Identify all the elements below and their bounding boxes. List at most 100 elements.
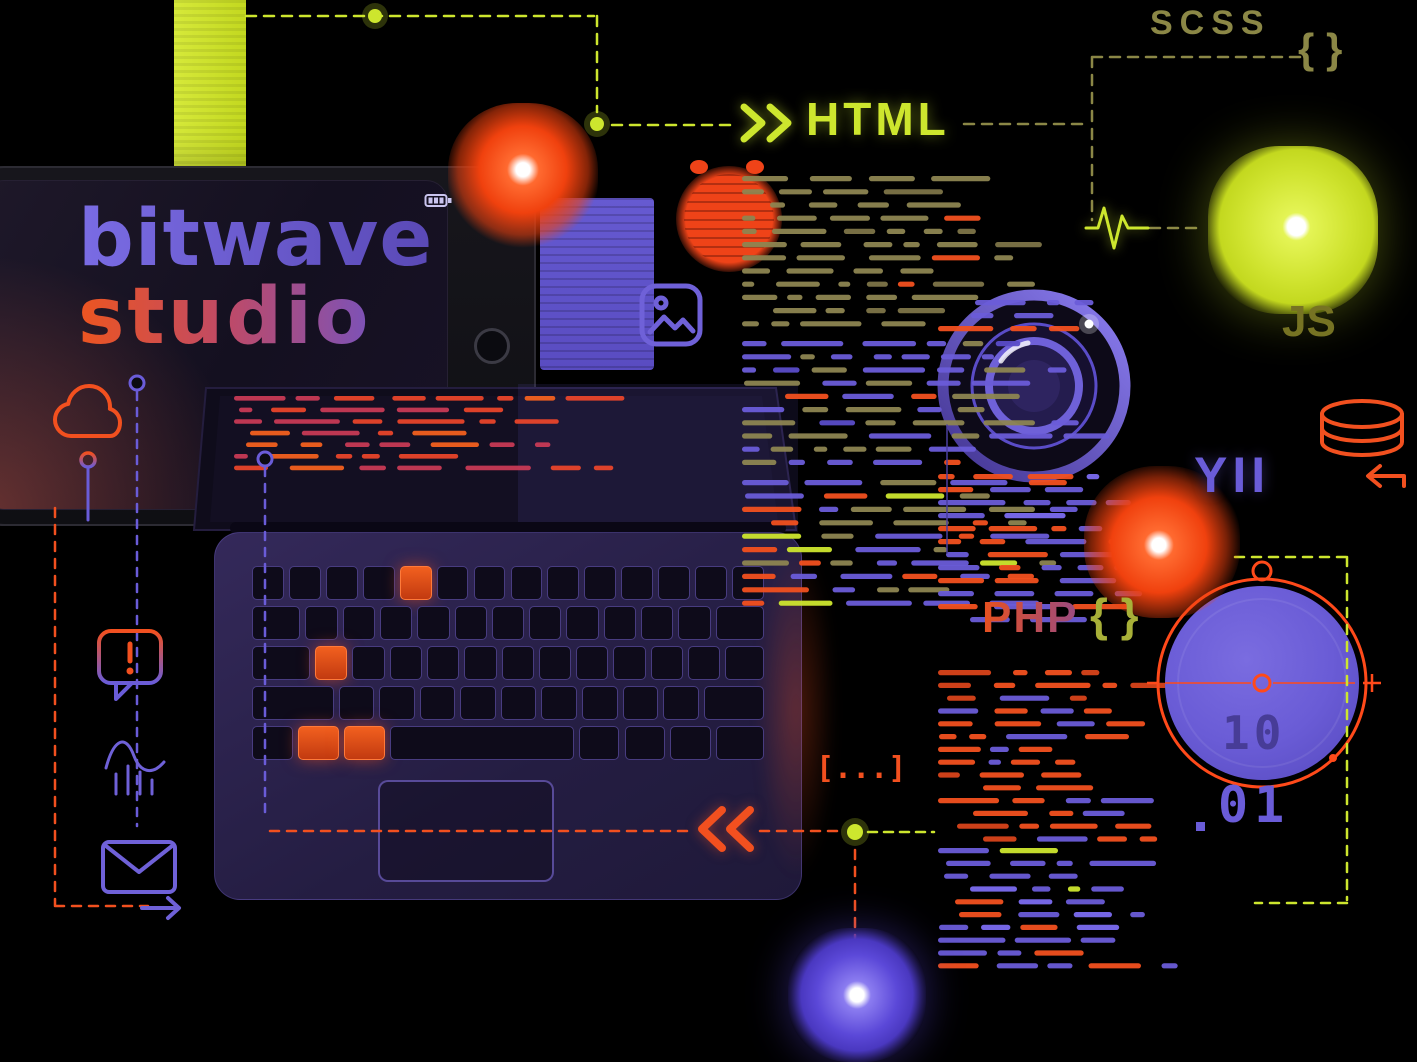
lime-bar-decoration (174, 0, 246, 178)
code-dash-block (742, 176, 1042, 327)
html-label: HTML (806, 93, 950, 145)
keyboard-key (464, 646, 497, 680)
database-icon (1320, 399, 1406, 488)
keyboard-key (678, 606, 711, 640)
code-brackets-label: [...] (816, 751, 907, 786)
keyboard-key (379, 686, 415, 720)
keyboard-key (603, 606, 636, 640)
yii-label: YII (1194, 447, 1271, 503)
chevrons-left-icon (698, 806, 754, 852)
cloud-icon (53, 384, 122, 522)
keyboard-key (427, 646, 460, 680)
keyboard-key (305, 606, 338, 640)
red-blob-decoration (676, 160, 782, 272)
pulse-icon (1084, 206, 1150, 250)
battery-icon (424, 194, 452, 207)
orange-glow-blob-php (1084, 466, 1240, 618)
binary-dot (1196, 822, 1205, 831)
orange-glow-blob (448, 103, 598, 248)
keyboard-key (389, 646, 422, 680)
keyboard-key (576, 646, 609, 680)
binary-bottom-label: 01 (1218, 776, 1291, 834)
keyboard-key-highlight (315, 646, 348, 680)
keyboard-key (624, 726, 666, 760)
js-label: JS (1282, 297, 1336, 346)
php-label: PHP (982, 593, 1079, 642)
home-button (474, 328, 510, 364)
keyboard-key (641, 606, 674, 640)
keyboard-key (436, 566, 469, 600)
send-arrow-icon (140, 896, 181, 920)
code-dash-block (938, 670, 1167, 842)
keyboard-key (703, 686, 764, 720)
chevrons-right-icon (740, 103, 792, 143)
brand-line-1: bitwave (78, 194, 434, 284)
keyboard-key (491, 606, 525, 640)
keyboard-key (732, 566, 764, 600)
keyboard-key (419, 686, 456, 720)
node-dots (128, 3, 869, 846)
binary-top-label: 10 (1222, 706, 1286, 760)
keyboard-key (658, 566, 691, 600)
keyboard-key (650, 646, 683, 680)
keyboard-key (362, 566, 395, 600)
keyboard-key (510, 566, 543, 600)
keyboard-key (252, 726, 293, 760)
keyboard-key-highlight (399, 566, 432, 600)
keyboard-key (417, 606, 450, 640)
code-dash-block (938, 848, 1178, 969)
code-dash-block (234, 396, 625, 471)
lime-glow-blob (1208, 146, 1378, 314)
keyboard-key (541, 686, 577, 720)
keyboard-key-highlight (297, 726, 339, 760)
code-dash-block (742, 341, 1110, 465)
scss-braces-label: { } (1298, 25, 1343, 72)
keyboard-key (252, 566, 284, 600)
purple-glow-blob (788, 928, 926, 1062)
keyboard-key (529, 606, 562, 640)
keyboard-key (688, 646, 721, 680)
keyboard-key (352, 646, 385, 680)
chart-icon (104, 740, 166, 796)
keyboard-key (389, 726, 574, 760)
keyboard-key (566, 606, 599, 640)
keyboard-key (547, 566, 580, 600)
keyboard-key (578, 726, 620, 760)
keyboard-key (252, 606, 301, 640)
php-braces-label: { } (1090, 589, 1139, 641)
keyboard-key (252, 646, 311, 680)
keyboard-key (725, 646, 764, 680)
code-dash-block (938, 300, 1094, 332)
keyboard-key (501, 646, 534, 680)
alert-bubble-icon (97, 629, 163, 701)
keyboard-key (500, 686, 537, 720)
keyboard-key (342, 606, 375, 640)
scss-label: SCSS (1150, 4, 1271, 42)
keyboard-key-highlight (343, 726, 385, 760)
keyboard-key (663, 686, 699, 720)
photo-icon (639, 283, 703, 347)
keyboard-key (670, 726, 712, 760)
keyboard-key (584, 566, 617, 600)
laptop-screen (192, 387, 798, 531)
keyboard-key (695, 566, 727, 600)
keyboard-key (338, 686, 375, 720)
brand-line-2: studio (78, 272, 372, 362)
keyboard-key (325, 566, 358, 600)
keyboard-key (621, 566, 654, 600)
keyboard-key (473, 566, 506, 600)
keyboard-key (715, 606, 764, 640)
mail-icon (101, 840, 181, 920)
keyboard-key (288, 566, 321, 600)
keyboard-key (454, 606, 487, 640)
keyboard-key (622, 686, 658, 720)
laptop-orange-glow (756, 540, 836, 880)
camera-lens-icon (937, 289, 1131, 483)
keyboard-key (460, 686, 496, 720)
keyboard-key (613, 646, 646, 680)
blob-texture (684, 174, 774, 264)
laptop-hinge (230, 522, 786, 534)
